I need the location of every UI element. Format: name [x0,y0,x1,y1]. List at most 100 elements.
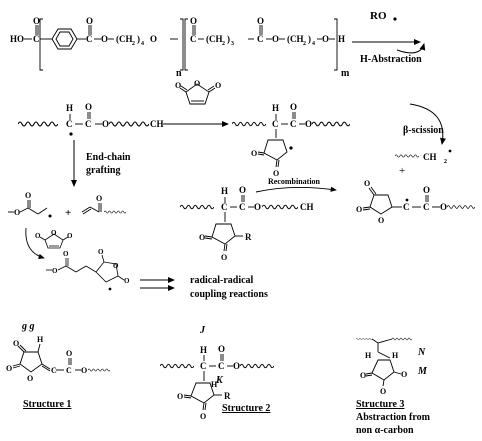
svg-text:3: 3 [231,41,234,47]
svg-text:C: C [290,119,297,129]
radical-dot [405,198,409,202]
svg-text:2: 2 [444,159,447,165]
svg-text:O: O [33,16,40,26]
beta-scission-product [362,186,475,215]
radical-dot [69,132,73,136]
structure-2-mark-j: J [200,325,205,336]
svg-text:): ) [308,34,311,44]
structure-2 [160,354,274,411]
radical-polymer-atoms: H C C O O CH [66,102,164,129]
svg-text:H: H [272,103,279,113]
svg-text:O: O [66,349,72,358]
svg-text:H: H [365,351,372,360]
grafted-radical-product [232,112,350,168]
svg-text:4: 4 [141,41,144,47]
coupling-label-2: coupling reactions [190,289,268,300]
svg-text:O: O [101,34,108,44]
coupling-arrows [140,277,175,291]
end-chain-fragments [8,200,126,215]
recombination-label: Recombination [268,177,320,186]
svg-text:O: O [218,344,225,354]
svg-text:O: O [200,412,206,421]
n-subscript: n [176,68,182,79]
svg-text:O: O [190,16,197,26]
svg-text:O: O [215,81,221,90]
ro-radical-label: RO [370,10,387,22]
end-chain-label-2: grafting [86,165,121,176]
svg-text:O: O [356,205,362,214]
svg-text:R: R [224,391,231,401]
svg-text:C: C [239,202,246,212]
svg-text:H: H [338,34,345,44]
structure-3-note-2: non α-carbon [356,425,414,436]
svg-text:O: O [35,232,41,240]
svg-text:H: H [221,186,228,196]
radical-dot [448,149,452,153]
structure-3-caption: Structure 3 [356,399,405,410]
svg-text:O: O [233,361,240,371]
structure-2-mark-k: K [216,375,223,386]
svg-text:O: O [150,34,157,44]
svg-text:): ) [137,34,140,44]
svg-text:O: O [85,102,92,112]
svg-text:(CH: (CH [116,34,133,44]
svg-text:H: H [211,380,218,389]
svg-text:O: O [13,339,19,348]
structure-3 [356,337,412,387]
svg-text:O: O [63,250,69,258]
structure-1 [12,343,110,373]
svg-text:H: H [200,345,207,355]
svg-text:O: O [221,253,227,262]
beta-scission-arrow [409,103,446,145]
maleic-anhydride [179,83,216,105]
svg-text:O: O [27,374,33,383]
svg-text:4: 4 [312,41,315,47]
svg-text:C: C [66,366,72,375]
radical-dot [48,214,52,218]
svg-text:C: C [66,119,73,129]
svg-text:): ) [227,34,230,44]
svg-text:O: O [290,102,297,112]
svg-text:+: + [65,207,71,219]
maleic-anhydride-small [39,233,69,249]
svg-text:O: O [322,34,329,44]
svg-text:O: O [86,16,93,26]
svg-text:O: O [177,392,183,401]
svg-text:2: 2 [132,41,135,47]
svg-text:O: O [273,169,279,178]
svg-text:O: O [360,371,366,380]
svg-text:C: C [200,361,207,371]
m-subscript: m [341,68,350,79]
svg-text:2: 2 [303,41,306,47]
radical-polymer-start [18,112,149,127]
svg-text:H: H [66,103,73,113]
svg-text:O: O [257,16,264,26]
svg-text:CH: CH [300,202,314,212]
h-abstraction-label: H-Abstraction [360,54,422,65]
recombination-product [180,195,298,252]
top-polymer-atoms: HO C O C O O (CH 2 ) 4 O C O (CH 2 ) 3 C… [10,16,350,79]
svg-text:O: O [102,119,109,129]
svg-text:C: C [86,34,93,44]
svg-text:C: C [33,34,40,44]
svg-text:O: O [254,202,261,212]
svg-text:O: O [364,179,370,188]
svg-text:C: C [403,202,410,212]
svg-text:(CH: (CH [287,34,304,44]
svg-text:O: O [98,248,104,256]
svg-text:O: O [124,277,130,285]
svg-text:O: O [380,387,386,396]
svg-text:O: O [423,185,430,195]
svg-text:O: O [194,79,200,88]
svg-text:O: O [96,194,102,203]
recombination-arrow [255,186,337,193]
structure-3-note-1: Abstraction from [356,412,430,423]
svg-text:C: C [51,366,57,375]
svg-text:+: + [399,165,405,177]
end-chain-label-1: End-chain [86,152,131,163]
svg-text:O: O [51,229,57,237]
top-polymer [24,18,338,71]
svg-text:C: C [85,119,92,129]
svg-text:O: O [67,232,73,240]
